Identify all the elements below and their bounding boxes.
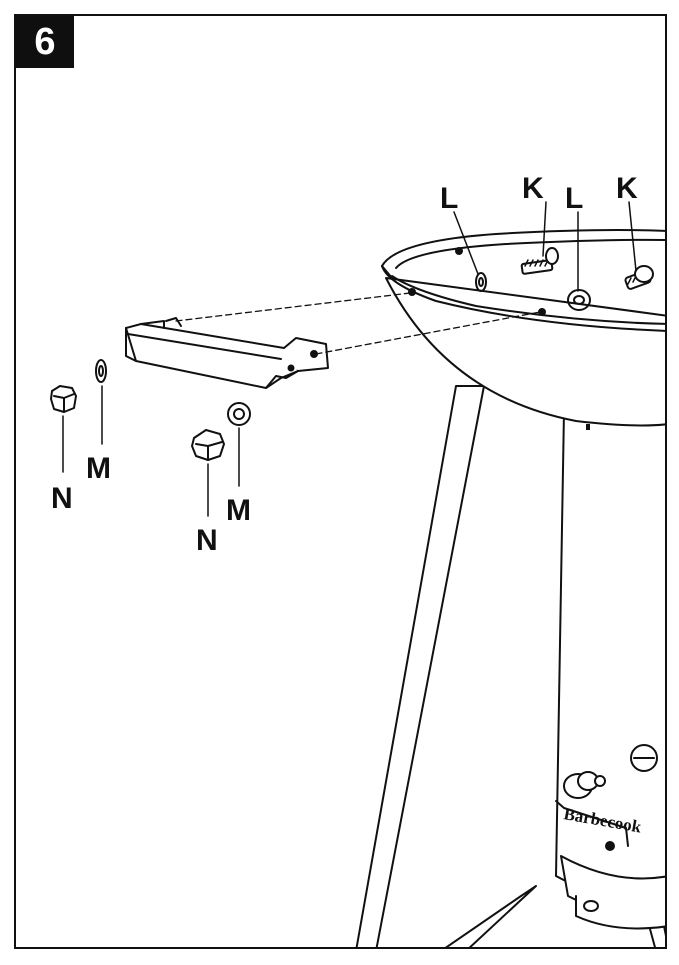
washer-l-right-inner <box>573 295 585 305</box>
step-number-badge: 6 <box>16 16 74 68</box>
bowl-body <box>385 277 665 427</box>
bowl-rim-outer <box>381 229 665 267</box>
diagram-frame: 6 <box>14 14 667 949</box>
label-l-right: L <box>565 182 583 215</box>
alignment-line-upper <box>175 292 411 322</box>
bottom-left-leg <box>445 885 537 947</box>
label-k-right: K <box>616 172 638 205</box>
control-knob <box>563 771 606 799</box>
bowl-slot <box>586 424 590 430</box>
bowl-rim-front <box>381 265 665 332</box>
left-leg <box>355 385 485 947</box>
handle-bracket <box>125 317 329 389</box>
washer-l-right <box>567 289 591 311</box>
brand-plate <box>555 800 629 847</box>
bolt-k-left <box>520 247 559 275</box>
nut-n-lower <box>191 429 225 461</box>
label-k-left: K <box>522 172 544 205</box>
bowl-rim-inner <box>395 238 665 269</box>
label-l-left: L <box>440 182 458 215</box>
washer-l-left <box>475 272 487 292</box>
bowl-hole-3 <box>455 247 463 255</box>
washer-m-lower <box>227 402 251 426</box>
label-m-lower: M <box>226 494 251 527</box>
assembly-diagram: Barbecook K K L L M N M N <box>50 172 665 947</box>
nut-n-upper <box>50 385 77 413</box>
washer-m-upper <box>95 359 107 383</box>
label-n-lower: N <box>196 524 218 557</box>
washer-l-left-inner <box>478 277 484 287</box>
alignment-line-lower <box>315 311 541 355</box>
label-n-upper: N <box>51 482 73 515</box>
bowl-rim-end <box>381 265 393 279</box>
bowl-rim-front-inner <box>391 275 665 325</box>
bowl-hole-1 <box>408 288 416 296</box>
bowl-hole-2 <box>538 308 546 316</box>
label-m-upper: M <box>86 452 111 485</box>
collar-bolt <box>583 900 599 912</box>
bolt-k-right <box>624 265 654 290</box>
